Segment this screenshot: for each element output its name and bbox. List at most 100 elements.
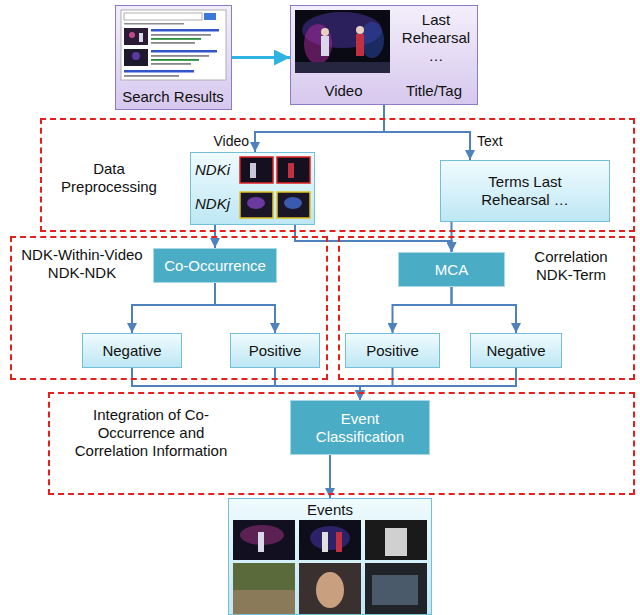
connector-arrow [275,368,360,400]
connector-arrow [384,105,470,160]
thumbnail-detail [132,52,140,60]
video-info-box: Last Rehearsal … Video Title/Tag [290,5,478,105]
box-label: Video [306,82,381,100]
connector-arrow [255,105,384,152]
keyframe-detail [258,532,264,552]
box-label: NDKi [195,161,239,179]
box-label: NDKj [195,195,239,213]
search-button [204,13,216,20]
connector-arrow [360,368,516,400]
video-thumbnail [295,10,390,73]
box-label: Data Preprocessing [50,160,168,196]
performer [321,28,329,36]
result-line [151,29,219,32]
box-fill [190,152,315,225]
box-label: Integration of Co-Occurrence and Correla… [62,406,240,460]
thumbnail-detail [129,32,135,38]
box-label: Search Results [116,88,230,106]
connector-arrow [329,455,331,498]
screenshot-page [121,10,226,80]
keyframe [277,192,310,218]
keyframe [365,563,427,615]
result-line [151,55,209,57]
box-text: Terms Last Rehearsal … [469,173,581,209]
box-text: Positive [249,342,302,360]
result-box: Negative [82,333,182,368]
result-line [151,38,201,40]
box-label: NDK-Within-Video NDK-NDK [18,246,146,282]
keyframe-detail [247,197,265,209]
performer [356,26,364,34]
connector-arrow [452,287,517,333]
keyframe-detail [316,572,344,608]
keyframe-detail [336,532,342,552]
box-text: Negative [486,342,545,360]
search-results-box: Search Results [115,5,232,110]
connector-arrow [215,283,275,333]
result-line [124,23,184,25]
connector-arrow [232,56,290,59]
cooccurrence-region: NDK-Within-Video NDK-NDK Co-OccurrenceNeg… [10,236,328,380]
box-label: Title/Tag [393,82,475,100]
result-line [151,42,195,44]
preprocessing-region: Data Preprocessing NDKiNDKj Terms Last Reh… [40,118,635,232]
keyframe-detail [372,575,418,605]
keyframe [240,192,273,218]
terms-box: Terms Last Rehearsal … [440,160,610,222]
edge-label: Text [476,133,504,150]
search-screenshot [121,10,226,80]
performer [321,36,329,56]
box-text: Negative [102,342,161,360]
connector-arrow [360,368,393,400]
keyframe [365,520,427,560]
video-frame [295,10,390,73]
method-box: Event Classification [290,400,430,455]
result-thumbnail [124,49,148,66]
result-line [124,70,194,73]
search-field [124,13,202,20]
method-box: MCA [398,252,505,287]
result-thumbnail [124,28,148,45]
result-box: Negative [470,333,562,368]
method-box: Co-Occurrence [153,248,277,283]
thumbnail-detail [139,33,143,42]
keyframe-detail [233,590,295,615]
result-line [151,50,217,53]
box-fill [115,5,232,110]
keyframe-detail [288,163,294,178]
connector-arrow [132,283,215,333]
stage-floor [295,62,390,73]
keyframe [240,157,273,183]
box-text: Positive [366,342,419,360]
result-box: Positive [345,333,440,368]
integration-region: Integration of Co-Occurrence and Correla… [48,392,635,495]
keyframe [299,520,361,560]
performer [356,34,364,56]
connector-arrow [295,225,452,252]
keyframe-detail [322,532,328,552]
result-line [124,75,179,77]
edge-label: Video [212,133,250,150]
result-line [151,59,199,61]
events-box: Events [228,498,432,615]
box-text: MCA [435,261,468,279]
box-text: Event Classification [304,410,416,446]
keyframe-detail [385,528,407,556]
event-keyframes [233,520,427,615]
result-line [151,34,211,36]
ndk-keyframes [240,157,310,218]
box-label: Last Rehearsal … [397,11,475,65]
keyframe [299,563,361,615]
keyframe-detail [284,197,302,209]
keyframe-detail [310,526,350,550]
box-fill [228,498,432,615]
connector-arrow [132,368,360,400]
box-text: Co-Occurrence [164,257,266,275]
keyframe-detail [250,163,256,178]
box-label: Correlation NDK-Term [515,248,627,284]
keyframe [233,520,295,560]
